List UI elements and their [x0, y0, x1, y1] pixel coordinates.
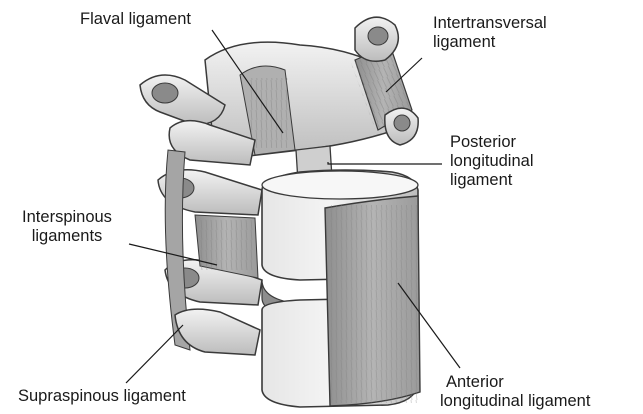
anterior-line-2: longitudinal ligament — [440, 392, 590, 411]
posterior-longitudinal-ligament-label: Posterior longitudinal ligament — [450, 133, 533, 190]
flaval-ligament-text: Flaval ligament — [80, 10, 191, 29]
posterior-line-1: Posterior — [450, 133, 533, 152]
supraspinous-text: Supraspinous ligament — [18, 387, 186, 406]
posterior-line-2: longitudinal — [450, 152, 533, 171]
intertransversal-line-1: Intertransversal — [433, 14, 547, 33]
intertransversal-ligament-label: Intertransversal ligament — [433, 14, 547, 52]
anterior-longitudinal-ligament-label: Anterior longitudinal ligament — [440, 373, 590, 411]
supraspinous-leader-line — [126, 325, 183, 383]
spinous-processes — [158, 121, 262, 355]
interspinous-line-2: ligaments — [12, 227, 122, 246]
interspinous-line-1: Interspinous — [12, 208, 122, 227]
anterior-line-1: Anterior — [440, 373, 590, 392]
posterior-leader-line — [328, 162, 442, 164]
interspinous-ligaments-label: Interspinous ligaments — [12, 208, 122, 246]
posterior-line-3: ligament — [450, 171, 533, 190]
intertransversal-line-2: ligament — [433, 33, 547, 52]
supraspinous-ligament-label: Supraspinous ligament — [18, 387, 186, 406]
flaval-ligament-label: Flaval ligament — [80, 10, 191, 29]
anterior-longitudinal-ligament-shape — [325, 196, 420, 406]
